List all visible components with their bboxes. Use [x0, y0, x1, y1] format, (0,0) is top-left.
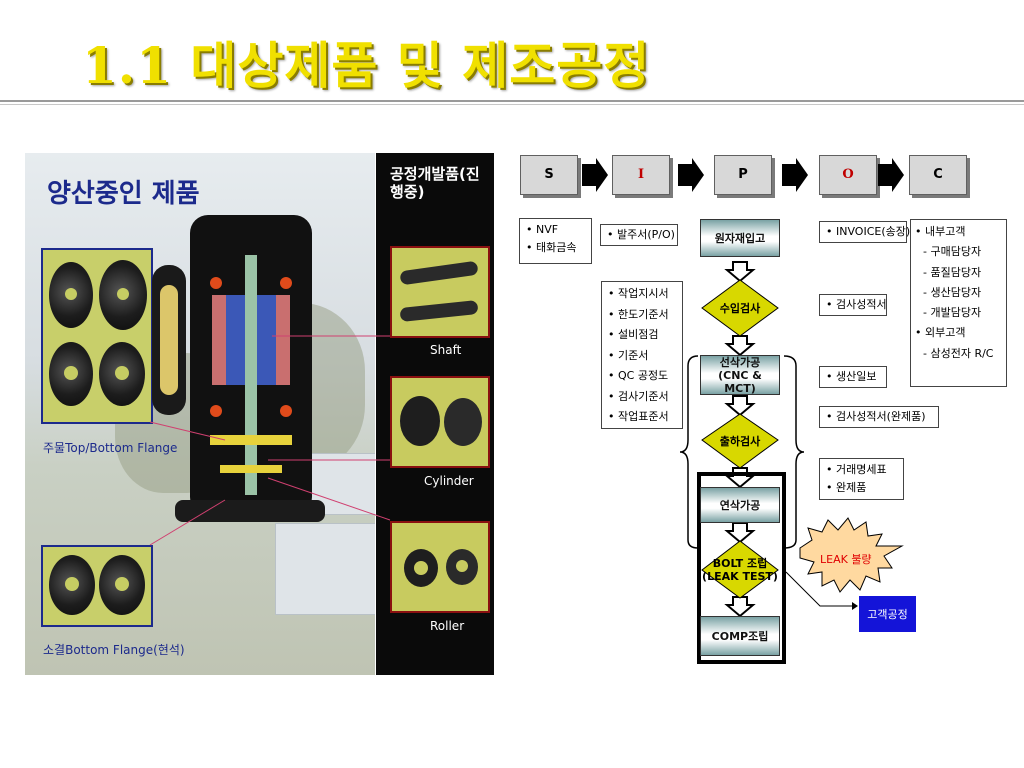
supplier-note: • NVF• 태화금속: [519, 218, 592, 264]
grinding-assembly-group: [697, 472, 786, 664]
flange-part: [49, 262, 93, 328]
cast-flange-caption: 주물Top/Bottom Flange: [43, 441, 178, 455]
step-turning: 선삭가공(CNC & MCT): [700, 355, 780, 395]
sipoc-p: P: [714, 155, 772, 195]
cylinder-photo: [390, 376, 490, 468]
final-report-note: • 검사성적서(완제품): [819, 406, 939, 428]
roller-label: Roller: [430, 619, 465, 633]
leak-starburst: [799, 517, 904, 593]
step-bolt-assembly: BOLT 조립(LEAK TEST): [702, 556, 778, 583]
flange-part: [99, 555, 145, 615]
step-grinding: 연삭가공: [700, 487, 780, 523]
sipoc-o: O: [819, 155, 877, 195]
outgoing-diamond: [701, 413, 779, 469]
title-divider: [0, 100, 1024, 102]
strip-title: 공정개발품(진행중): [390, 165, 480, 201]
shaft-photo: [390, 246, 490, 338]
accumulator: [152, 265, 186, 415]
step-comp-assembly: COMP조립: [700, 616, 780, 656]
sintered-flange-caption: 소결Bottom Flange(현석): [43, 643, 185, 657]
flange-part: [49, 555, 95, 615]
inspection-report-note: • 검사성적서: [819, 294, 887, 316]
sipoc-i: I: [612, 155, 670, 195]
po-note: • 발주서(P/O): [600, 224, 678, 246]
page-title: 1.1 대상제품 및 제조공정: [82, 36, 651, 95]
flange-part: [49, 342, 93, 406]
photo-title: 양산중인 제품: [47, 179, 200, 209]
incoming-diamond: [701, 279, 779, 337]
development-parts-strip: 공정개발품(진행중) Shaft Cylinder Roller: [376, 153, 494, 675]
production-report-note: • 생산일보: [819, 366, 887, 388]
work-docs-note: • 작업지시서• 한도기준서• 설비점검• 기준서• QC 공정도• 검사기준서…: [601, 281, 683, 429]
compressor-cutaway: [152, 205, 325, 525]
step-material-receiving: 원자재입고: [700, 219, 780, 257]
shipping-note: • 거래명세표• 완제품: [819, 458, 904, 500]
cast-flange-frame: [41, 248, 153, 424]
flange-part: [99, 342, 145, 406]
customer-process-box: 고객공정: [859, 596, 916, 632]
step-incoming-inspection: 수입검사: [719, 301, 761, 315]
shaft-label: Shaft: [430, 343, 462, 357]
sipoc-c: C: [909, 155, 967, 195]
bolt-diamond: [701, 540, 779, 599]
step-outgoing-inspection: 출하검사: [719, 434, 761, 448]
cylinder-label: Cylinder: [424, 474, 474, 488]
roller-photo: [390, 521, 490, 613]
invoice-note: • INVOICE(송장): [819, 221, 910, 243]
sintered-flange-frame: [41, 545, 153, 627]
title-divider-thin: [0, 104, 1024, 105]
customer-list-note: • 내부고객 - 구매담당자 - 품질담당자 - 생산담당자 - 개발담당자 •…: [910, 219, 1007, 387]
leak-defect-label: LEAK 불량: [820, 553, 872, 566]
sipoc-s: S: [520, 155, 578, 195]
flange-part: [99, 260, 147, 330]
compressor-base: [175, 500, 325, 522]
